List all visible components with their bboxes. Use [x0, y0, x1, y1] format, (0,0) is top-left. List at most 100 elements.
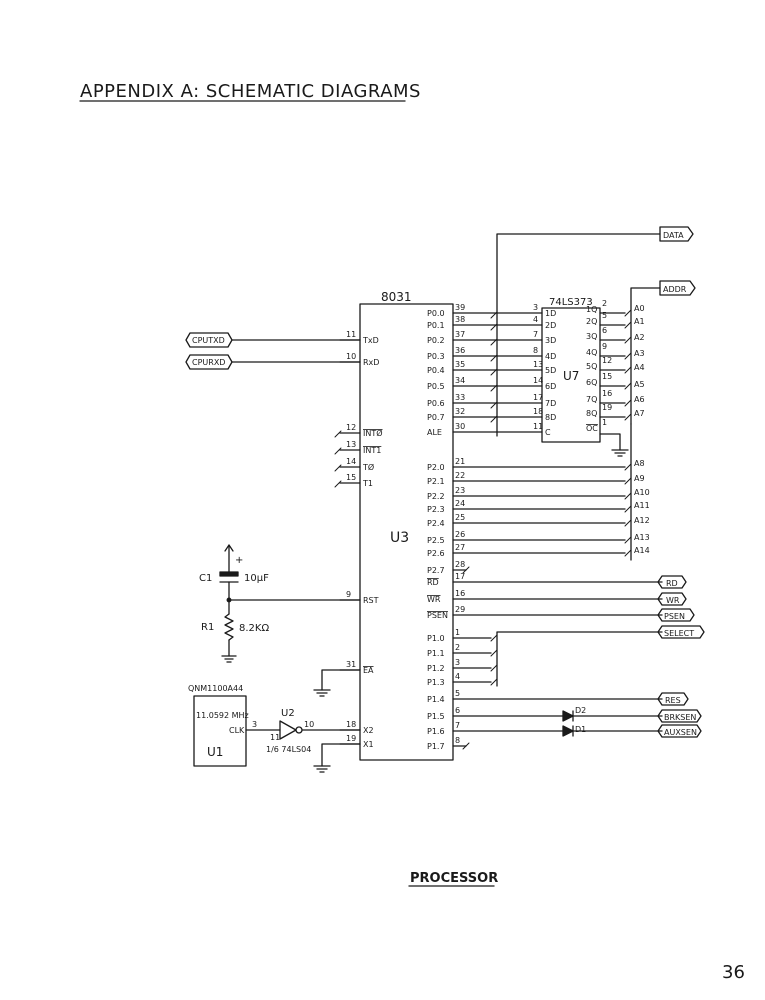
address-label: A12 [634, 516, 650, 525]
u2-ref-label: U2 [281, 708, 295, 719]
r1-resistor [224, 613, 234, 641]
d2-diode [562, 710, 574, 722]
u7-right-pin-name: 2Q [586, 317, 597, 326]
right-side-ports: RD WR PSEN SELECT RES D2 BRKSEN D1 AUXSE… [452, 575, 705, 738]
u7-ref-label: U7 [563, 369, 579, 383]
addr-bus-tap [624, 352, 632, 360]
u3-right-pin-number: 34 [455, 376, 465, 385]
nc-tick [334, 430, 342, 438]
u3-left-pin-number: 13 [346, 440, 356, 449]
u7-left-pin-number: 14 [533, 376, 543, 385]
u3-right-pin-number: 6 [455, 706, 460, 715]
addr-bus-tap [624, 382, 632, 390]
u3-right-pin-number: 25 [455, 513, 465, 522]
u3-right-pin-number: 28 [455, 560, 465, 569]
u7-right-pin-number: 2 [602, 299, 607, 308]
u3-right-pin-name: P1.3 [427, 678, 445, 687]
u7-oc-wire [599, 433, 621, 451]
u3-left-pin-number: 19 [346, 734, 356, 743]
address-label: A5 [634, 380, 645, 389]
addr-bus-tap [624, 366, 632, 374]
diagram-caption: PROCESSOR [410, 871, 498, 886]
u3-right-pin-number: 32 [455, 407, 465, 416]
cputxd-port [185, 332, 233, 348]
u3-right-pin-number: 27 [455, 543, 465, 552]
c1-plate-top [219, 571, 239, 577]
u7-left-pin-number: 4 [533, 315, 538, 324]
addr-bus-tap [624, 549, 632, 557]
u3-right-pin-name: P0.1 [427, 321, 445, 330]
addr-bus-tap [624, 413, 632, 421]
u3-right-pin-name: P2.6 [427, 549, 445, 558]
u3-right-pin-name: P1.4 [427, 695, 445, 704]
u3-left-pin-name: EA [363, 666, 374, 675]
u7-right-pin-name: 6Q [586, 378, 597, 387]
no-connect-ticks [334, 430, 342, 488]
c1-value-label: 10µF [244, 573, 269, 584]
u7-left-pin-number: 11 [533, 422, 543, 431]
addr-bus-tap [624, 309, 632, 317]
u3-right-pin-name: P0.2 [427, 336, 445, 345]
u7-right-pin-name: 1Q [586, 305, 597, 314]
u3-right-pin-number: 5 [455, 689, 460, 698]
u1-pin-num: 3 [252, 720, 257, 729]
addr-bus-tap [624, 463, 632, 471]
u3-left-pin-name: X2 [363, 726, 374, 735]
u2-out-pin: 10 [304, 720, 314, 729]
rd-port-label: RD [666, 579, 678, 588]
u3-left-pin-name: TxD [362, 336, 379, 345]
u3-ref-label: U3 [390, 530, 409, 546]
addr-port [659, 280, 696, 296]
u3-part-label: 8031 [381, 290, 412, 304]
u3-left-pin-number: 14 [346, 457, 356, 466]
data-bus-tap [490, 415, 498, 423]
u7-right-pin-name: 5Q [586, 362, 597, 371]
u7-left-pin-number: 7 [533, 330, 538, 339]
u3-left-pin-number: 11 [346, 330, 356, 339]
u3-left-pin-number: 18 [346, 720, 356, 729]
u3-left-pin-name: RST [363, 596, 379, 605]
addr-bus-tap [624, 519, 632, 527]
u3-right-pin-name: PSEN [427, 611, 448, 620]
u3-left-pin-name: INTØ [363, 428, 383, 438]
u1-part-label: QNM1100A44 [188, 684, 243, 693]
u7-part-label: 74LS373 [549, 297, 593, 308]
addr-bus-tap [624, 336, 632, 344]
u3-right-pin-number: 30 [455, 422, 465, 431]
d1-diode [562, 725, 574, 737]
u3-right-pin-number: 24 [455, 499, 465, 508]
u1-freq-label: 11.0592 MHz [196, 711, 249, 720]
u3-right-pin-name: P0.3 [427, 352, 445, 361]
u3-right-pin-number: 36 [455, 346, 465, 355]
c1-ref-label: C1 [199, 573, 212, 584]
u7-right-pin-number: 15 [602, 372, 612, 381]
u7-right-pin-name: 3Q [586, 332, 597, 341]
address-label: A1 [634, 317, 645, 326]
u3-left-pin-number: 15 [346, 473, 356, 482]
data-bus-tap [490, 401, 498, 409]
p2-address-wires [452, 463, 632, 750]
u7-right-pin-name: 7Q [586, 395, 597, 404]
u3-left-pin-name: TØ [362, 462, 374, 472]
u3-right-pin-number: 39 [455, 303, 465, 312]
u3-left-pin-number: 10 [346, 352, 356, 361]
vcc-arrow [224, 544, 234, 552]
u3-right-pin-name: P2.1 [427, 477, 445, 486]
u1-oscillator-body [193, 695, 247, 767]
u3-right-pin-name: P1.1 [427, 649, 445, 658]
res-port-label: RES [665, 696, 681, 705]
p-nc-tick [462, 742, 470, 750]
data-bus-tap [490, 338, 498, 346]
u7-left-pin-name: 4D [545, 352, 556, 361]
select-bus-tap [490, 664, 498, 672]
u3-right-pin-name: P0.4 [427, 366, 445, 375]
select-port-label: SELECT [664, 629, 694, 638]
u3-right-pin-name: P0.6 [427, 399, 445, 408]
u3-right-pin-number: 7 [455, 721, 460, 730]
u3-right-pin-name: P0.0 [427, 309, 445, 318]
data-bus-tap [490, 384, 498, 392]
auxsen-port [657, 724, 702, 738]
